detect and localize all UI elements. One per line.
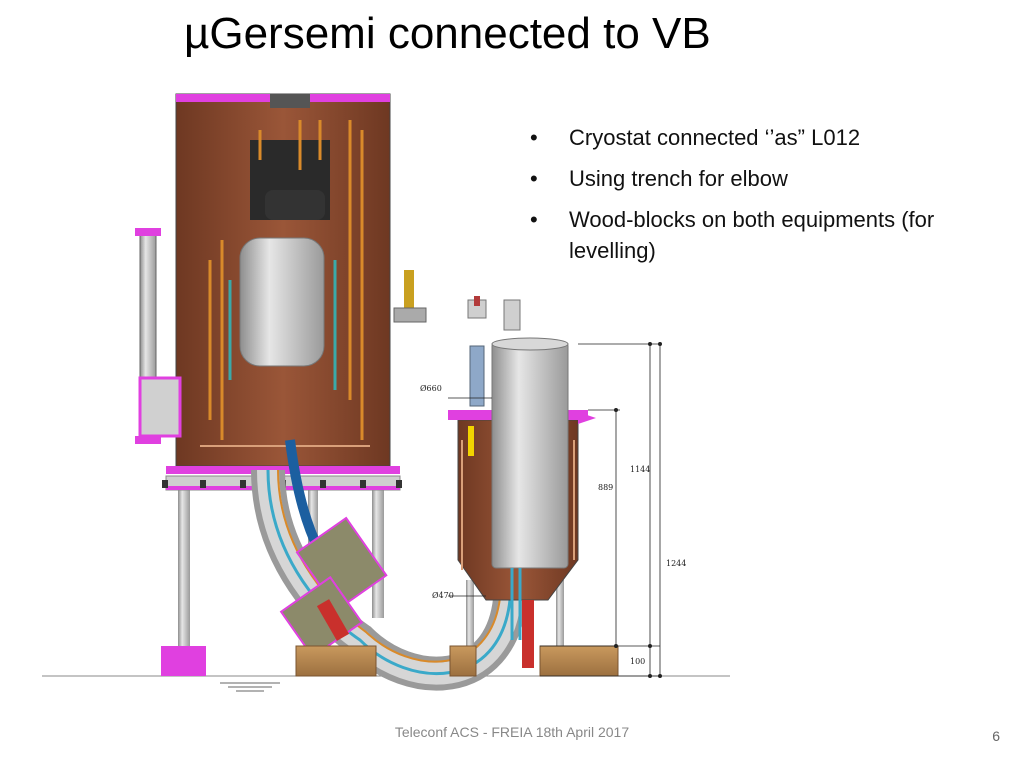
dim-height-inner: 889 xyxy=(598,483,613,492)
dim-base-height: 100 xyxy=(630,657,645,666)
dim-bottom-diameter: Ø470 xyxy=(432,591,454,600)
dim-height-mid: 1144 xyxy=(630,465,650,474)
slide-title: µGersemi connected to VB xyxy=(184,9,711,58)
vertical-bath xyxy=(295,270,619,677)
bullet-list: Cryostat connected ‘’as” L012 Using tren… xyxy=(530,122,1020,276)
dim-height-total: 1244 xyxy=(666,559,686,568)
dimension-lines xyxy=(448,343,661,677)
slide-number: 6 xyxy=(992,728,1000,744)
transfer-line-elbow xyxy=(251,439,527,691)
bullet-item: Cryostat connected ‘’as” L012 xyxy=(530,122,1020,153)
bullet-item: Wood-blocks on both equipments (for leve… xyxy=(530,204,1020,266)
dim-flange-diameter: Ø660 xyxy=(420,384,442,393)
slide-footer: Teleconf ACS - FREIA 18th April 2017 xyxy=(394,724,630,740)
bullet-item: Using trench for elbow xyxy=(530,163,1020,194)
